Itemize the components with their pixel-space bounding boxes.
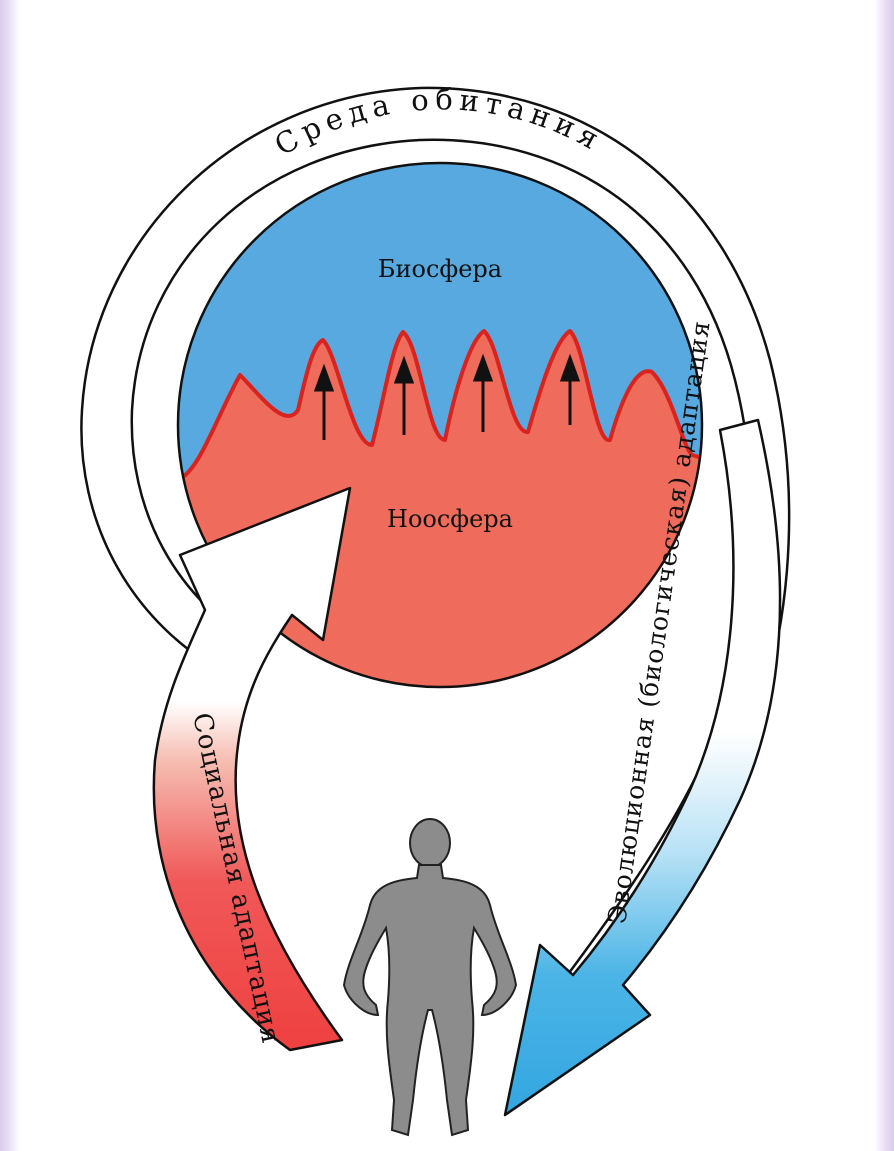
noosphere-label: Ноосфера	[387, 505, 513, 533]
human-figure-icon	[344, 819, 516, 1135]
biosphere-label: Биосфера	[378, 255, 502, 283]
